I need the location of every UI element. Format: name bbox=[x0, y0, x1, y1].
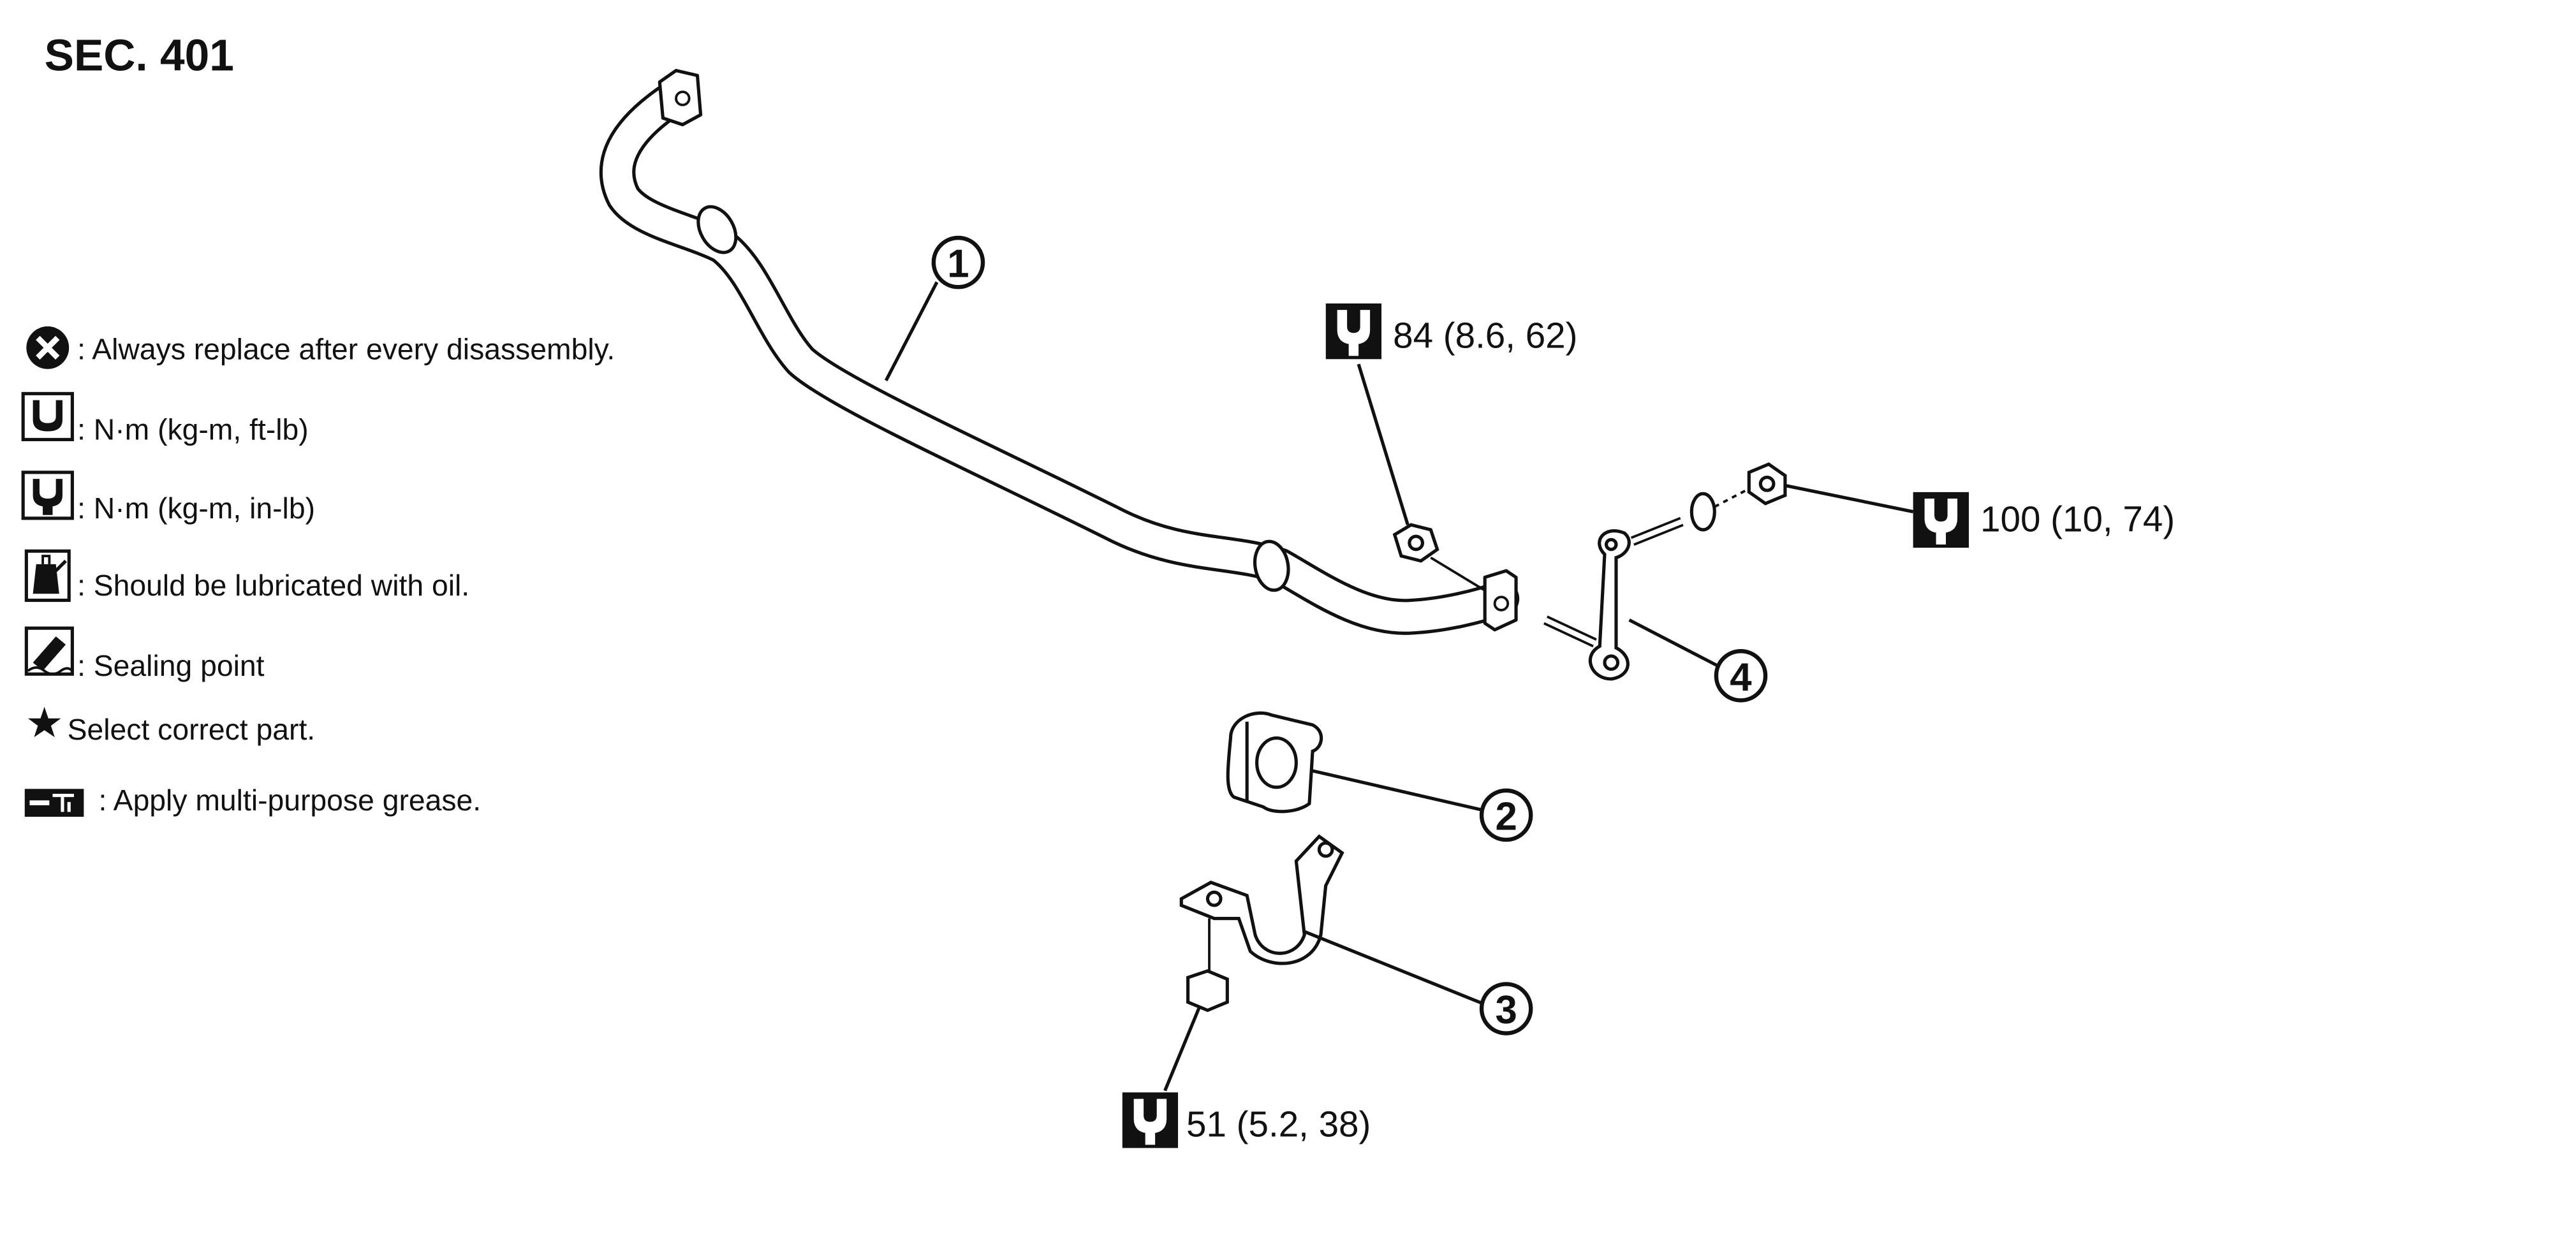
section-title: SEC. 401 bbox=[45, 31, 234, 80]
grease-icon bbox=[24, 789, 84, 817]
svg-text:84 (8.6, 62): 84 (8.6, 62) bbox=[1393, 315, 1577, 355]
washer bbox=[1689, 492, 1716, 532]
cross-circle-icon bbox=[26, 326, 70, 369]
stabilizer-bar bbox=[599, 69, 1520, 635]
bushing bbox=[1226, 711, 1323, 814]
torque-wrench-ftlb-icon bbox=[21, 391, 74, 441]
clamp-bolt bbox=[1186, 918, 1229, 1012]
svg-text:1: 1 bbox=[947, 242, 969, 286]
star-icon bbox=[27, 706, 61, 738]
clamp bbox=[1179, 834, 1344, 965]
callout-1: 1 bbox=[931, 235, 985, 289]
legend-item-select-part: Select correct part. bbox=[68, 713, 316, 746]
leader-lines bbox=[884, 281, 1914, 1092]
svg-text:51 (5.2, 38): 51 (5.2, 38) bbox=[1186, 1104, 1371, 1144]
link-nut-upper bbox=[1392, 523, 1439, 563]
torque-spec-clamp-bolt: 51 (5.2, 38) bbox=[1122, 1092, 1371, 1148]
svg-text:100 (10, 74): 100 (10, 74) bbox=[1980, 499, 2175, 539]
legend-item-replace: : Always replace after every disassembly… bbox=[77, 332, 615, 365]
callout-4: 4 bbox=[1714, 649, 1768, 703]
torque-spec-link-nut-outer: 100 (10, 74) bbox=[1913, 492, 2175, 548]
torque-wrench-icon bbox=[1122, 1092, 1179, 1148]
legend-item-grease: : Apply multi-purpose grease. bbox=[99, 784, 482, 817]
oil-can-icon bbox=[24, 549, 71, 603]
legend: : Always replace after every disassembly… bbox=[21, 326, 615, 817]
legend-item-sealing: : Sealing point bbox=[77, 649, 265, 682]
legend-item-torque-inlb: : N·m (kg-m, in-lb) bbox=[77, 492, 315, 525]
torque-spec-link-nut-upper: 84 (8.6, 62) bbox=[1325, 303, 1577, 360]
torque-wrench-icon bbox=[1325, 303, 1382, 360]
sealing-point-icon bbox=[24, 626, 74, 676]
torque-wrench-inlb-icon bbox=[21, 471, 74, 520]
svg-text:3: 3 bbox=[1495, 988, 1517, 1032]
legend-item-lubricate: : Should be lubricated with oil. bbox=[77, 569, 469, 602]
stabilizer-link bbox=[1543, 516, 1684, 681]
torque-wrench-icon bbox=[1913, 492, 1969, 548]
callout-3: 3 bbox=[1479, 982, 1533, 1035]
svg-text:4: 4 bbox=[1730, 655, 1751, 699]
callout-2: 2 bbox=[1479, 788, 1533, 842]
legend-item-torque-ftlb: : N·m (kg-m, ft-lb) bbox=[77, 413, 309, 446]
link-nut-outer bbox=[1747, 462, 1787, 506]
svg-text:2: 2 bbox=[1495, 795, 1517, 839]
